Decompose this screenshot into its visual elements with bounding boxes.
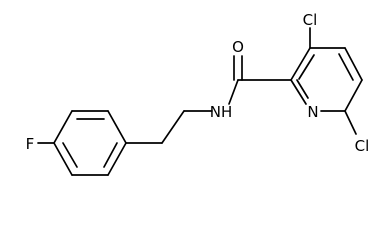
bond-ph4-ph5 xyxy=(53,142,73,176)
bond-c4-c5 xyxy=(344,47,363,81)
pyridine-ring-bonds xyxy=(290,47,363,112)
substituent-bonds xyxy=(125,27,357,144)
bond-n1-c2-inner xyxy=(296,79,309,99)
chemical-structure-drawing: Cl O NH N Cl F xyxy=(26,11,370,176)
bond-ph4-ph5-inner xyxy=(62,142,78,168)
bond-c2-c3-inner xyxy=(298,54,315,80)
bond-c2-c3 xyxy=(290,47,311,81)
atom-label-cl-bottom: Cl xyxy=(355,137,370,155)
bond-ph6-ph1 xyxy=(107,142,127,176)
atom-label-oxygen: O xyxy=(232,38,244,56)
bond-ph6-ph1-inner xyxy=(103,142,118,168)
atom-labels: Cl O NH N Cl F xyxy=(26,11,370,155)
atom-label-cl-top: Cl xyxy=(303,11,318,29)
bond-carbonyl-nh xyxy=(228,79,239,105)
bond-ph1-ph2 xyxy=(107,110,127,144)
bond-c5-c6 xyxy=(344,79,363,112)
atom-label-fluorine: F xyxy=(26,135,35,153)
atom-label-amide-nh: NH xyxy=(210,103,233,121)
bond-ch2-ch2 xyxy=(161,110,185,144)
bond-n1-c2 xyxy=(290,79,307,105)
fluorophenyl-ring-bonds xyxy=(37,110,127,176)
bond-c4-c5-inner xyxy=(338,53,354,81)
bond-ph3-ph4 xyxy=(53,110,73,144)
bond-c6-cl xyxy=(344,110,357,135)
atom-label-pyridine-n: N xyxy=(307,103,318,121)
